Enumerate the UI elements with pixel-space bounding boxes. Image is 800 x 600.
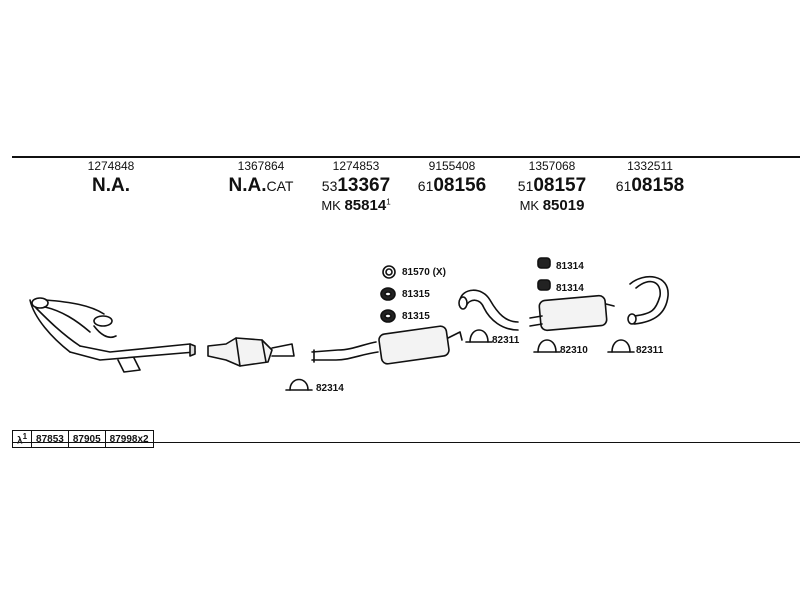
part-main-label: 5108157 (517, 175, 587, 196)
part-label: 82310 (560, 345, 588, 356)
rubber-mount-81315-b (380, 309, 396, 323)
mk-kit-label: MK 85019 (519, 197, 585, 214)
rubber-mount-81315-a (380, 287, 396, 301)
catalytic-converter (207, 337, 295, 367)
bottom-divider-line (12, 442, 800, 443)
header-column-3: 1274853 5313367 MK 858141 (314, 160, 398, 213)
code-cell: 87998x2 (104, 429, 154, 449)
header-column-6: 1332511 6108158 (612, 160, 688, 195)
bottom-reference-table: λ1 87853 87905 87998x2 (11, 429, 154, 449)
part-label: 81315 (402, 289, 430, 300)
connecting-pipe (458, 289, 519, 331)
header-column-2: 1367864 N.A.CAT (216, 160, 306, 195)
lambda-cell: λ1 (11, 429, 33, 449)
clamp-82310 (533, 339, 561, 353)
part-label: 82311 (492, 335, 520, 346)
part-main-label: 6108156 (417, 175, 487, 196)
header-column-5: 1357068 5108157 MK 85019 (512, 160, 592, 213)
article-number: 1357068 (528, 159, 576, 173)
part-label: 81315 (402, 311, 430, 322)
part-main-label: N.A.CAT (228, 175, 294, 196)
article-number: 1274848 (87, 159, 135, 173)
part-main-label: N.A. (92, 175, 130, 196)
part-label: 82311 (636, 345, 664, 356)
part-label: 82314 (316, 383, 344, 394)
tail-pipe (627, 276, 669, 325)
article-number: 1367864 (237, 159, 285, 173)
top-divider-line (12, 156, 800, 158)
clamp-82311-b (607, 339, 635, 353)
part-label: 81570 (X) (402, 267, 446, 278)
code-cell: 87853 (31, 429, 69, 449)
mk-kit-label: MK 858141 (321, 197, 391, 214)
part-label: 81314 (556, 283, 584, 294)
article-number: 9155408 (428, 159, 476, 173)
code-cell: 87905 (67, 429, 106, 449)
rear-silencer (529, 294, 615, 332)
rubber-mount-81314-b (537, 279, 551, 291)
part-main-label: 5313367 (321, 175, 391, 196)
header-column-1: 1274848 N.A. (74, 160, 148, 195)
part-label: 81314 (556, 261, 584, 272)
part-main-label: 6108158 (615, 175, 685, 196)
front-pipe-manifold (29, 297, 196, 373)
article-number: 1274853 (332, 159, 380, 173)
rubber-ring-81570 (382, 265, 396, 279)
rubber-mount-81314-a (537, 257, 551, 269)
clamp-82314 (285, 378, 313, 391)
middle-silencer (311, 325, 463, 365)
article-number: 1332511 (627, 159, 673, 173)
header-column-4: 9155408 6108156 (414, 160, 490, 195)
clamp-82311-a (465, 329, 493, 343)
